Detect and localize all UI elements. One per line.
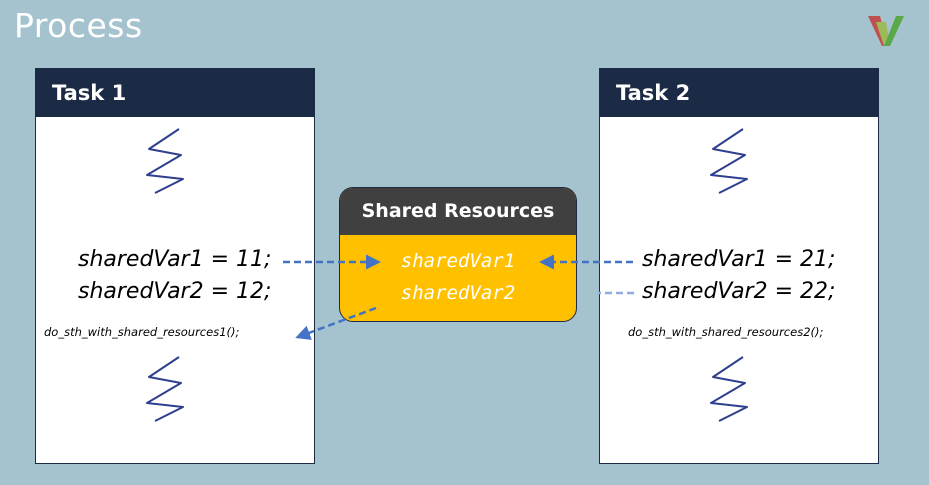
- shared-var-1: sharedVar1: [400, 250, 516, 272]
- shared-resources-box: Shared Resources sharedVar1 sharedVar2: [339, 187, 577, 322]
- squiggle-icon: [146, 128, 184, 194]
- task-2-call: do_sth_with_shared_resources2();: [628, 325, 824, 339]
- task-2-header: Task 2: [600, 69, 878, 117]
- squiggle-icon: [146, 356, 184, 422]
- shared-resources-header: Shared Resources: [340, 188, 576, 235]
- task-1-line-2: sharedVar2 = 12;: [78, 279, 272, 304]
- logo-icon: [868, 16, 904, 46]
- task-2-box: Task 2 sharedVar1 = 21; sharedVar2 = 22;…: [599, 68, 879, 464]
- task-1-call: do_sth_with_shared_resources1();: [44, 325, 240, 339]
- task-2-line-1: sharedVar1 = 21;: [642, 247, 836, 272]
- task-2-line-2: sharedVar2 = 22;: [642, 279, 836, 304]
- task-1-line-1: sharedVar1 = 11;: [78, 247, 272, 272]
- process-title: Process: [14, 6, 143, 45]
- shared-var-2: sharedVar2: [400, 282, 516, 304]
- squiggle-icon: [710, 356, 748, 422]
- task-1-box: Task 1 sharedVar1 = 11; sharedVar2 = 12;…: [35, 68, 315, 464]
- task-1-header: Task 1: [36, 69, 314, 117]
- squiggle-icon: [710, 128, 748, 194]
